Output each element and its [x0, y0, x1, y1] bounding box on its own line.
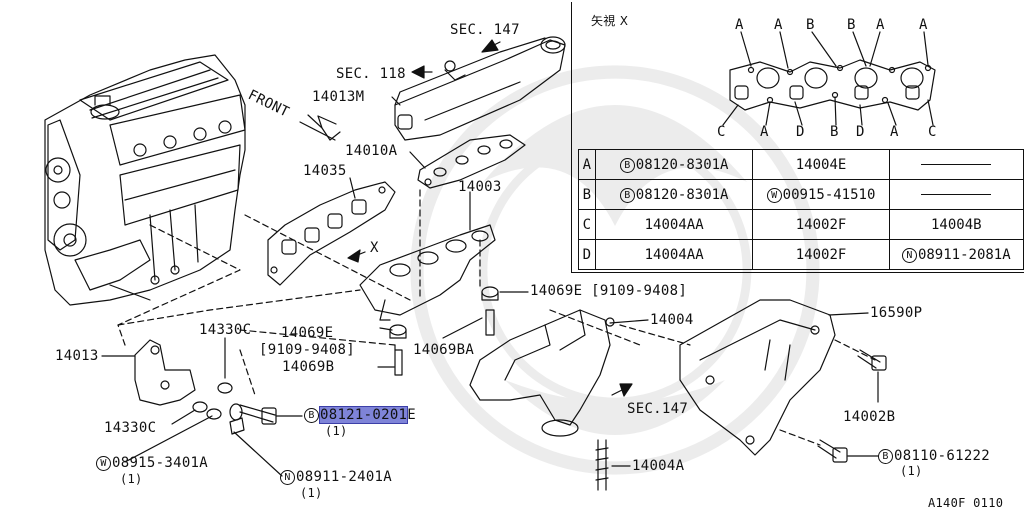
figure-code: A140F 0110 — [928, 496, 1004, 510]
leader-lines — [101, 96, 879, 477]
row-key: C — [578, 209, 596, 240]
inset-top-a3: A — [876, 17, 885, 33]
exhaust-manifold-14004-drawing — [469, 309, 615, 491]
table-cell[interactable]: 14004E — [752, 149, 890, 180]
label-view-x: X — [370, 240, 379, 256]
table-cell[interactable]: 14002F — [752, 209, 890, 240]
inset-top-a2: A — [774, 17, 783, 33]
n-circle-icon: N — [280, 470, 295, 485]
label-14330c-bottom[interactable]: 14330C — [104, 420, 157, 436]
exhaust-manifold-14003-drawing — [359, 224, 496, 321]
table-cell[interactable]: 14004AA — [594, 209, 754, 240]
b-circle-icon: B — [619, 187, 635, 203]
inset-bottom-d1: D — [796, 124, 805, 140]
inset-flange-drawing — [722, 31, 936, 126]
inset-view-label: 矢視 X — [591, 14, 629, 28]
table-row: C 14004AA 14002F 14004B — [578, 209, 1024, 240]
table-cell[interactable]: 14004B — [888, 209, 1024, 240]
label-14330c-top[interactable]: 14330C — [199, 322, 252, 338]
label-14069b[interactable]: 14069B — [282, 359, 335, 375]
table-cell[interactable]: 14004AA — [594, 239, 754, 270]
inset-bottom-c2: C — [928, 124, 937, 140]
highlighted-part-number[interactable]: 08121-0201 — [318, 406, 409, 424]
inset-bottom-d2: D — [856, 124, 865, 140]
bolts-drawing — [229, 349, 887, 463]
b-circle-icon: B — [304, 408, 319, 423]
inset-panel — [571, 2, 1024, 273]
inset-bottom-c1: C — [717, 124, 726, 140]
label-14069e-left[interactable]: 14069E — [281, 325, 334, 341]
label-14069e-right[interactable]: 14069E [9109-9408] — [530, 283, 688, 299]
intake-manifold-drawing — [394, 36, 566, 141]
engine-block-drawing — [44, 54, 246, 306]
inset-top-a1: A — [735, 17, 744, 33]
label-sec147-right[interactable]: SEC.147 — [627, 401, 689, 417]
inset-bottom-a2: A — [890, 124, 899, 140]
inset-bottom-b: B — [830, 124, 839, 140]
heat-shield-drawing — [679, 299, 836, 456]
table-cell[interactable]: 14002F — [752, 239, 890, 270]
row-key: A — [578, 149, 596, 180]
label-14004[interactable]: 14004 — [650, 312, 694, 328]
label-14069e-left-range: [9109-9408] — [259, 342, 356, 358]
label-sec118[interactable]: SEC. 118 — [336, 66, 406, 82]
qty-08911: (1) — [300, 486, 323, 500]
label-14002b[interactable]: 14002B — [843, 409, 896, 425]
gasket-14035-drawing — [267, 181, 396, 286]
n-circle-icon: N — [901, 247, 917, 263]
b-circle-icon: B — [878, 449, 893, 464]
studs-drawing — [389, 286, 499, 376]
table-cell-empty — [888, 179, 1024, 210]
qty-08121: (1) — [325, 424, 348, 438]
row-key: D — [578, 239, 596, 270]
label-16590p[interactable]: 16590P — [870, 305, 923, 321]
table-cell-empty — [888, 149, 1024, 180]
qty-08915: (1) — [120, 472, 143, 486]
qty-08110: (1) — [900, 464, 923, 478]
row-key: B — [578, 179, 596, 210]
label-14069ba[interactable]: 14069BA — [413, 342, 475, 358]
gasket-14010a-drawing — [417, 134, 526, 189]
inset-top-a4: A — [919, 17, 928, 33]
inset-bottom-a1: A — [760, 124, 769, 140]
label-14003[interactable]: 14003 — [458, 179, 502, 195]
front-arrow — [299, 114, 341, 141]
label-sec147-top[interactable]: SEC. 147 — [450, 22, 520, 38]
b-circle-icon: B — [619, 157, 635, 173]
w-circle-icon: W — [766, 187, 782, 203]
label-14013[interactable]: 14013 — [55, 348, 99, 364]
label-14013m[interactable]: 14013M — [312, 89, 365, 105]
label-14004a[interactable]: 14004A — [632, 458, 685, 474]
w-circle-icon: W — [96, 456, 111, 471]
label-14035[interactable]: 14035 — [303, 163, 347, 179]
guide-lines — [117, 189, 876, 446]
bracket-14013-drawing — [134, 339, 233, 420]
label-14010a[interactable]: 14010A — [345, 143, 398, 159]
inset-top-b1: B — [806, 17, 815, 33]
inset-top-b2: B — [847, 17, 856, 33]
